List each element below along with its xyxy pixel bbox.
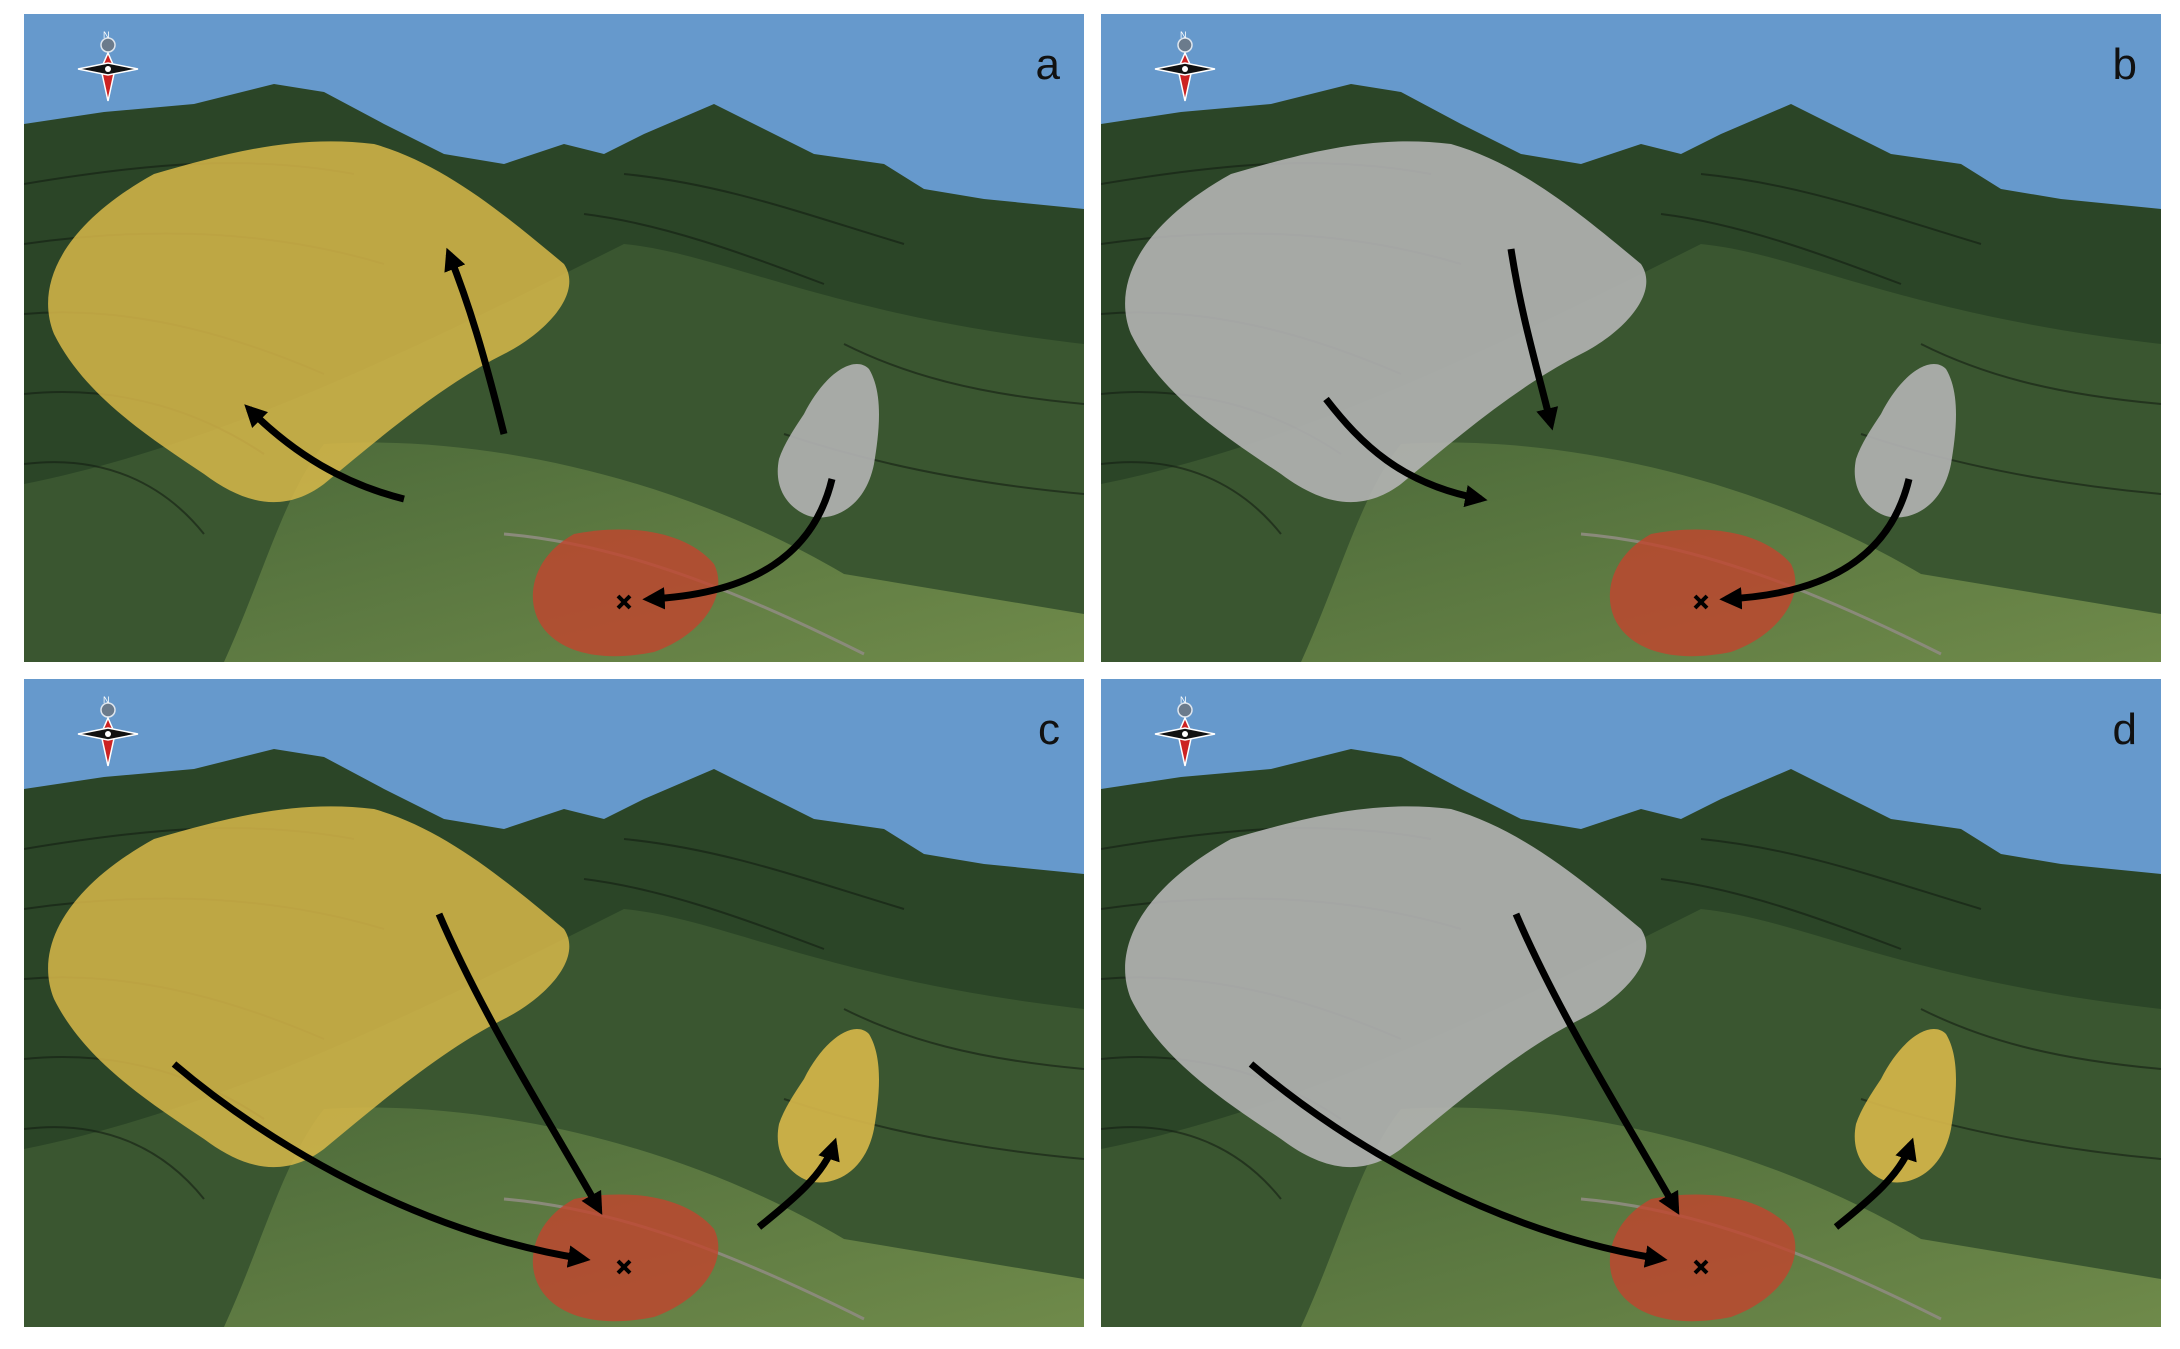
target-x-mark — [1693, 594, 1709, 610]
large-zone-grey — [1125, 806, 1647, 1168]
compass-rose-icon — [1154, 702, 1216, 767]
compass-north-label: N — [1180, 695, 1187, 705]
red-target-zone — [532, 529, 719, 657]
terrain-view — [1101, 679, 2161, 1327]
arrow-right — [1323, 396, 1488, 508]
red-target-zone — [1609, 529, 1796, 657]
map-panel-c: N c — [24, 679, 1084, 1327]
panel-letter-c: c — [1038, 705, 1060, 754]
arrow-to-small-zone — [756, 1137, 840, 1230]
compass-north-label: N — [1180, 30, 1187, 40]
arrow-up — [444, 247, 508, 435]
compass-north-label: N — [103, 30, 110, 40]
panel-letter-d: d — [2112, 705, 2137, 754]
arrow-down — [1507, 248, 1559, 431]
red-target-zone — [532, 1194, 719, 1322]
target-x-mark — [616, 1259, 632, 1275]
large-zone-grey — [1125, 141, 1647, 503]
target-x-mark — [616, 594, 632, 610]
map-panel-b: N b — [1101, 14, 2161, 662]
small-zone-yellow — [1854, 1029, 1956, 1183]
compass-rose-icon — [77, 702, 139, 767]
terrain-view — [24, 14, 1084, 662]
large-zone-yellow — [48, 141, 570, 503]
arrow-to-target-from-west — [171, 1061, 591, 1268]
compass-rose-icon — [77, 37, 139, 102]
arrow-to-target-from-north — [435, 912, 603, 1215]
arrow-to-target-from-west — [1248, 1061, 1668, 1268]
small-zone-yellow — [777, 1029, 879, 1183]
arrow-to-target-from-north — [1512, 912, 1680, 1215]
arrow-to-small-zone — [1833, 1137, 1917, 1230]
small-zone-grey — [1854, 364, 1956, 518]
arrow-to-target — [1719, 478, 1913, 610]
map-panel-a: N a — [24, 14, 1084, 662]
arrow-to-target — [642, 478, 836, 610]
panel-letter-a: a — [1035, 40, 1060, 89]
compass-rose-icon — [1154, 37, 1216, 102]
target-x-mark — [1693, 1259, 1709, 1275]
red-target-zone — [1609, 1194, 1796, 1322]
terrain-view — [1101, 14, 2161, 662]
terrain-view — [24, 679, 1084, 1327]
small-zone-grey — [777, 364, 879, 518]
compass-north-label: N — [103, 695, 110, 705]
large-zone-yellow — [48, 806, 570, 1168]
panel-letter-b: b — [2112, 40, 2137, 89]
arrow-left — [244, 404, 405, 503]
map-panel-d: N d — [1101, 679, 2161, 1327]
